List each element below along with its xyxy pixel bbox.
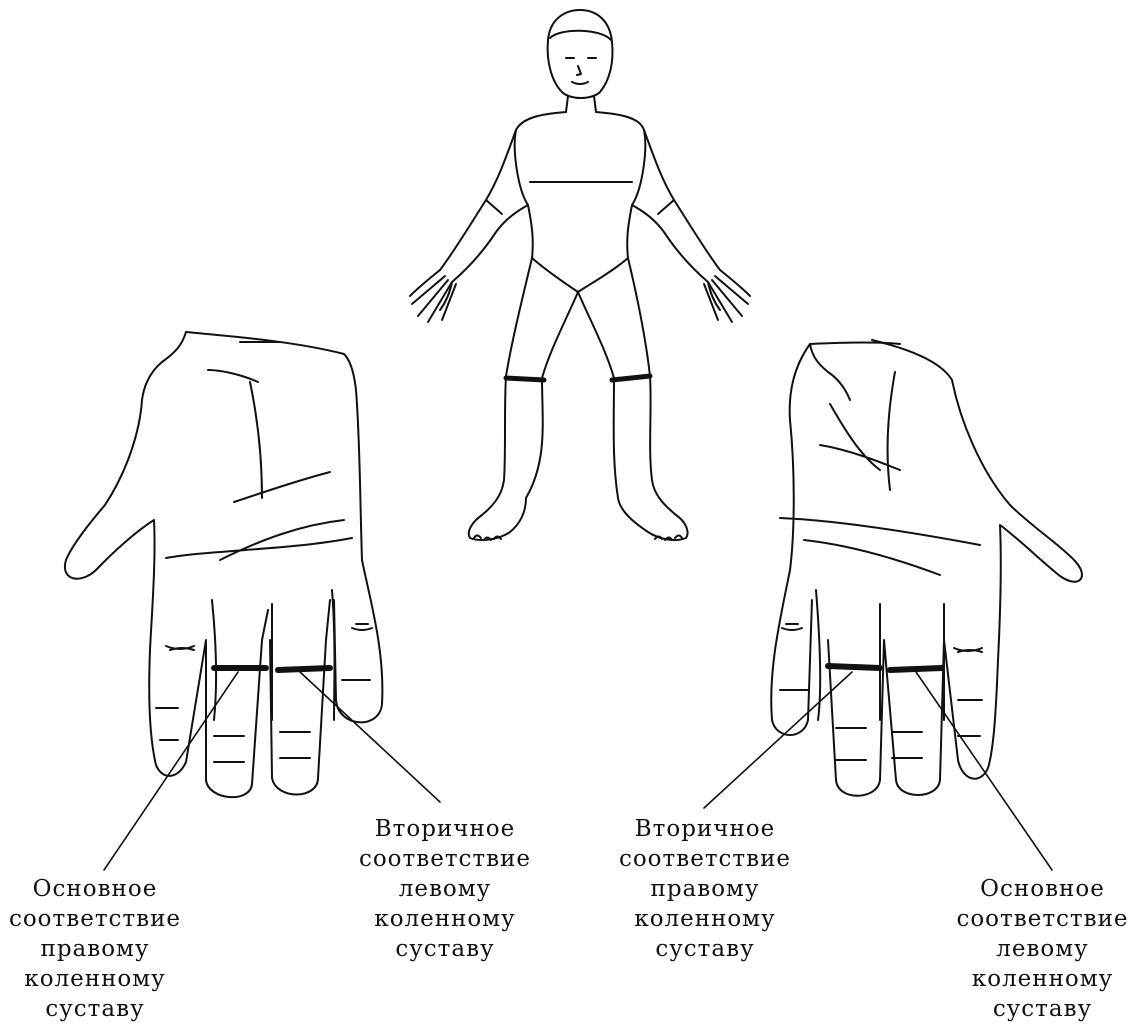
figure-right-leg bbox=[578, 258, 676, 515]
figure-right-hand bbox=[704, 270, 750, 322]
right-palm bbox=[771, 340, 1082, 796]
figure-pelvis bbox=[532, 258, 628, 292]
right-palm-lines bbox=[780, 372, 980, 575]
label-right-primary: Основное соответствие левому коленному с… bbox=[945, 874, 1140, 1024]
right-palm-band-middle bbox=[890, 668, 942, 670]
left-palm bbox=[65, 332, 382, 797]
leader-right-primary bbox=[916, 672, 1052, 870]
human-figure bbox=[410, 10, 750, 540]
right-palm-outline bbox=[771, 340, 1082, 796]
figure-left-knee-band bbox=[612, 376, 650, 380]
leader-left-primary bbox=[104, 672, 238, 870]
left-palm-band-middle bbox=[278, 668, 330, 670]
figure-right-knee-band bbox=[506, 378, 544, 380]
label-right-secondary: Вторичное соответствие правому коленному… bbox=[600, 814, 810, 964]
right-palm-band-ring bbox=[828, 666, 880, 668]
left-palm-lines bbox=[166, 370, 352, 560]
label-left-primary: Основное соответствие правому коленному … bbox=[0, 874, 190, 1024]
leader-right-secondary bbox=[704, 672, 852, 808]
label-left-secondary: Вторичное соответствие левому коленному … bbox=[340, 814, 550, 964]
figure-left-hand bbox=[410, 270, 456, 322]
left-palm-outline bbox=[65, 332, 382, 797]
figure-right-foot bbox=[618, 498, 688, 540]
figure-left-foot bbox=[469, 498, 526, 540]
figure-torso bbox=[515, 112, 646, 258]
figure-cap bbox=[550, 31, 611, 40]
figure-left-leg bbox=[482, 258, 578, 515]
